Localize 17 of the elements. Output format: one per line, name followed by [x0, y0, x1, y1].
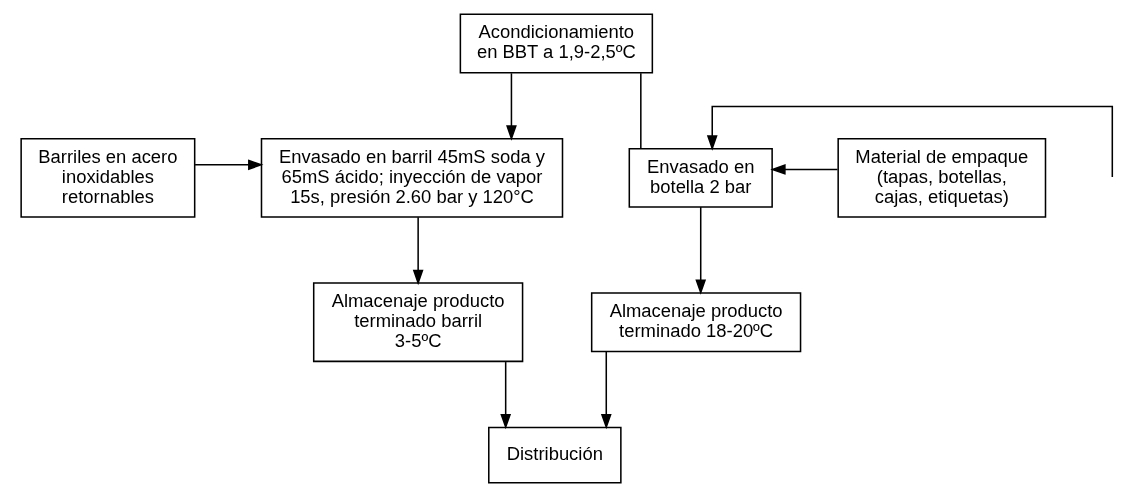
arrow	[706, 105, 1114, 178]
arrow	[600, 350, 612, 430]
node-box: Acondicionamiento en BBT a 1,9-2,5ºC	[459, 13, 654, 74]
arrow	[500, 361, 512, 430]
arrow	[194, 159, 264, 171]
node-box: Almacenaje producto terminado 18-20ºC	[590, 292, 802, 353]
node-box: Envasado en botella 2 bar	[628, 147, 773, 208]
node-box: Almacenaje producto terminado barril 3-5ºC	[312, 282, 524, 363]
node-box: Barriles en acero inoxidables retornables	[20, 137, 196, 218]
node-box: Envasado en barril 45mS soda y 65mS ácido; inyección de vapor 15s, presión 2.60 bar y 120°C	[260, 137, 564, 218]
arrow	[770, 164, 839, 175]
arrow	[506, 72, 517, 141]
arrow	[695, 206, 707, 295]
arrow	[412, 216, 424, 286]
connector	[640, 72, 642, 150]
node-box: Distribución	[488, 426, 622, 484]
node-box: Material de empaque (tapas, botellas, cajas, etiquetas)	[837, 137, 1047, 218]
